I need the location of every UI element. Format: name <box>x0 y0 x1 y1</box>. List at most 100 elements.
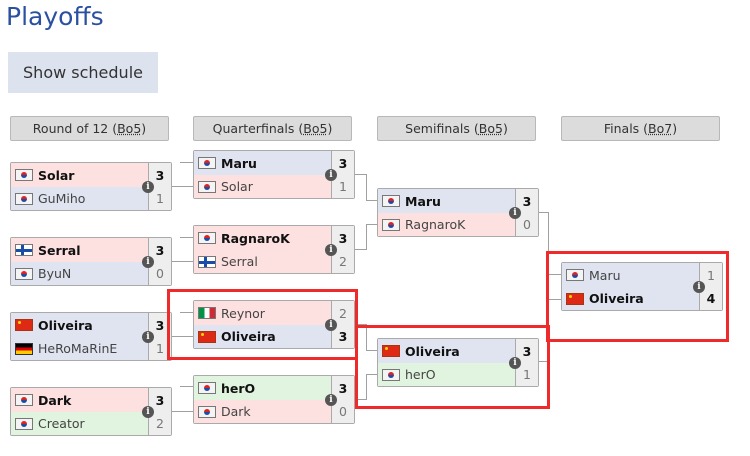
match-info-icon[interactable]: i <box>325 319 337 331</box>
round-label: Round of 12 <box>32 121 109 136</box>
match-qf-2: RagnaroK 3 Serral 2 i <box>193 225 355 274</box>
match-player-row: Serral 2 <box>194 250 354 273</box>
format-abbr[interactable]: Bo5 <box>478 121 503 136</box>
player-score: 0 <box>148 262 171 285</box>
match-info-icon[interactable]: i <box>509 207 521 219</box>
player-score: 1 <box>515 363 538 386</box>
match-player-row: Oliveira 3 <box>194 325 354 348</box>
round-label: Finals <box>603 121 640 136</box>
south-korea-flag-icon <box>15 417 33 430</box>
player-name[interactable]: herO <box>221 380 256 396</box>
finland-flag-icon <box>198 255 216 268</box>
match-r12-1: Solar 3 GuMiho 1 i <box>10 162 172 211</box>
player-score: 3 <box>331 325 354 348</box>
match-info-icon[interactable]: i <box>325 244 337 256</box>
south-korea-flag-icon <box>382 195 400 207</box>
player-name[interactable]: Maru <box>405 193 441 209</box>
match-info-icon[interactable]: i <box>142 331 154 343</box>
player-name[interactable]: Serral <box>221 254 258 269</box>
player-name[interactable]: Solar <box>38 167 75 183</box>
south-korea-flag-icon <box>15 267 33 280</box>
player-score: 1 <box>331 175 354 198</box>
match-final: Maru 1 Oliveira 4 i <box>561 262 723 311</box>
italy-flag-icon <box>198 307 216 319</box>
player-score: 2 <box>148 412 171 435</box>
match-player-row: Oliveira 4 <box>562 287 722 310</box>
player-score: 3 <box>148 313 171 337</box>
match-info-icon[interactable]: i <box>325 394 337 406</box>
show-schedule-button[interactable]: Show schedule <box>8 52 158 93</box>
format-abbr[interactable]: Bo5 <box>303 121 328 136</box>
player-name[interactable]: GuMiho <box>38 191 86 206</box>
player-name[interactable]: herO <box>405 367 436 382</box>
player-name[interactable]: HeRoMaRinE <box>38 341 118 356</box>
player-name[interactable]: Oliveira <box>405 343 460 359</box>
player-name[interactable]: Oliveira <box>589 291 644 306</box>
match-player-row: Dark 0 <box>194 400 354 423</box>
player-name[interactable]: Maru <box>589 267 621 283</box>
player-score: 3 <box>515 339 538 363</box>
match-player-row: Maru 3 <box>378 189 538 214</box>
match-player-row: GuMiho 1 <box>11 187 171 210</box>
player-name[interactable]: Dark <box>221 404 251 419</box>
player-score: 3 <box>148 163 171 187</box>
china-flag-icon <box>198 330 216 343</box>
player-name[interactable]: Dark <box>38 392 72 408</box>
player-score: 0 <box>515 213 538 236</box>
match-info-icon[interactable]: i <box>142 181 154 193</box>
germany-flag-icon <box>15 342 33 355</box>
player-name[interactable]: RagnaroK <box>405 217 466 232</box>
player-score: 1 <box>148 337 171 360</box>
round-header-finals: Finals (Bo7) <box>561 116 720 141</box>
south-korea-flag-icon <box>198 232 216 244</box>
format-abbr[interactable]: Bo5 <box>117 121 142 136</box>
player-name[interactable]: Maru <box>221 155 257 171</box>
match-player-row: Reynor 2 <box>194 301 354 326</box>
player-name[interactable]: Solar <box>221 179 253 194</box>
south-korea-flag-icon <box>198 382 216 394</box>
player-score: 0 <box>331 400 354 423</box>
player-name[interactable]: ByuN <box>38 266 72 281</box>
player-score: 3 <box>148 238 171 262</box>
round-header-round-of-12: Round of 12 (Bo5) <box>10 116 169 141</box>
player-name[interactable]: Serral <box>38 242 81 258</box>
south-korea-flag-icon <box>198 157 216 169</box>
player-score: 2 <box>331 250 354 273</box>
match-info-icon[interactable]: i <box>142 406 154 418</box>
match-player-row: RagnaroK 3 <box>194 226 354 251</box>
player-name[interactable]: Reynor <box>221 305 265 321</box>
match-player-row: HeRoMaRinE 1 <box>11 337 171 360</box>
match-player-row: Dark 3 <box>11 388 171 413</box>
round-label: Semifinals <box>405 121 470 136</box>
player-name[interactable]: Oliveira <box>221 329 276 344</box>
match-info-icon[interactable]: i <box>142 256 154 268</box>
finland-flag-icon <box>15 244 33 256</box>
round-label: Quarterfinals <box>212 121 295 136</box>
match-player-row: Creator 2 <box>11 412 171 435</box>
player-name[interactable]: Creator <box>38 416 85 431</box>
match-player-row: herO 1 <box>378 363 538 386</box>
format-abbr[interactable]: Bo7 <box>648 121 673 136</box>
south-korea-flag-icon <box>15 192 33 205</box>
south-korea-flag-icon <box>198 180 216 193</box>
player-score: 3 <box>331 151 354 175</box>
match-player-row: ByuN 0 <box>11 262 171 285</box>
south-korea-flag-icon <box>15 394 33 406</box>
round-header-quarterfinals: Quarterfinals (Bo5) <box>193 116 352 141</box>
match-info-icon[interactable]: i <box>509 357 521 369</box>
china-flag-icon <box>566 292 584 305</box>
round-header-semifinals: Semifinals (Bo5) <box>377 116 536 141</box>
match-r12-3: Oliveira 3 HeRoMaRinE 1 i <box>10 312 172 361</box>
match-qf-1: Maru 3 Solar 1 i <box>193 150 355 199</box>
china-flag-icon <box>15 319 33 331</box>
match-player-row: Serral 3 <box>11 238 171 263</box>
player-score: 3 <box>148 388 171 412</box>
player-name[interactable]: RagnaroK <box>221 230 290 246</box>
south-korea-flag-icon <box>382 218 400 231</box>
player-score: 3 <box>515 189 538 213</box>
match-sf-2: Oliveira 3 herO 1 i <box>377 338 539 387</box>
page-title: Playoffs <box>6 2 104 31</box>
player-name[interactable]: Oliveira <box>38 317 93 333</box>
match-info-icon[interactable]: i <box>693 281 705 293</box>
match-info-icon[interactable]: i <box>325 169 337 181</box>
